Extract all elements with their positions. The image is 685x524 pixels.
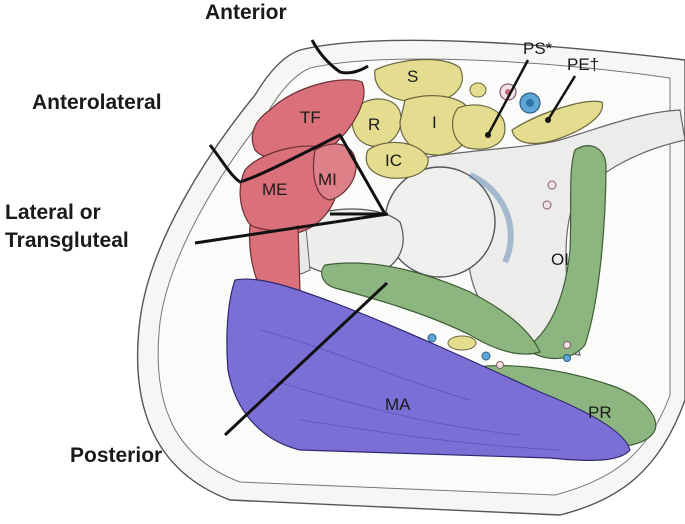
label-PR: PR	[588, 403, 612, 422]
vessel-posterior-3	[496, 361, 504, 369]
posterior-approach-label: Posterior	[70, 444, 163, 467]
label-PS: PS*	[523, 39, 553, 58]
rectus-femoris-muscle	[351, 98, 402, 147]
label-R: R	[368, 115, 380, 134]
label-OI: OI	[551, 250, 569, 269]
anterolateral-approach-label: Anterolateral	[32, 91, 162, 114]
sciatic-nerve	[447, 335, 477, 351]
acetabulum-cartilage	[468, 172, 514, 264]
leader-PS	[486, 59, 530, 136]
femoral-head	[384, 166, 496, 278]
anterolateral-approach-line	[208, 133, 387, 216]
psoas-muscle	[451, 104, 506, 150]
leader-PE	[546, 75, 577, 121]
femoral-neck	[289, 208, 404, 278]
femoral-vein-inner	[526, 99, 534, 107]
anterior-approach-label: Anterior	[205, 1, 287, 24]
obturator-internus-muscle	[523, 145, 607, 360]
label-MI: MI	[318, 170, 337, 189]
short-external-rotators	[321, 262, 541, 355]
gluteus-maximus-fibers	[259, 329, 561, 451]
vessel-obturator-2	[542, 200, 552, 210]
vessel-pelvic-1	[563, 341, 571, 349]
pectineus-muscle	[511, 100, 604, 145]
lateral-approach-line	[194, 212, 389, 245]
lateral-approach-label-line1: Lateral or	[5, 201, 101, 224]
sartorius-muscle	[374, 59, 463, 103]
gluteus-maximus-muscle	[226, 278, 631, 461]
label-TF: TF	[300, 108, 321, 127]
leader-PS-dot	[485, 132, 491, 138]
vessel-pelvic-2	[563, 354, 571, 362]
leader-PE-dot	[545, 117, 551, 123]
iliocapsularis-muscle	[365, 141, 429, 179]
vessel-posterior-1	[427, 333, 437, 343]
label-I: I	[432, 113, 437, 132]
vessel-yellow-small	[469, 82, 487, 98]
anterior-approach-line	[310, 39, 369, 75]
gluteus-minimus-muscle	[312, 143, 357, 201]
vessel-obturator-1	[547, 180, 557, 190]
label-PE: PE†	[567, 55, 599, 74]
label-IC: IC	[385, 151, 402, 170]
label-MA: MA	[385, 395, 411, 414]
posterior-approach-line	[223, 281, 389, 437]
vessel-posterior-2	[481, 351, 491, 361]
label-S: S	[407, 67, 418, 86]
label-ME: ME	[262, 180, 288, 199]
lateral-approach-label-line2: Transgluteal	[5, 229, 129, 252]
